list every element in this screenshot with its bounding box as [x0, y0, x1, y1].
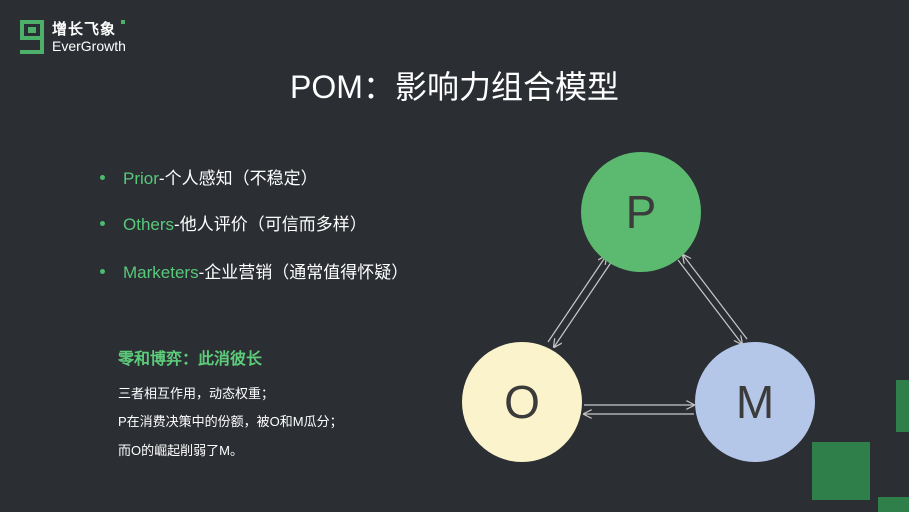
- circle-o: O: [462, 342, 582, 462]
- body-line: P在消费决策中的份额，被O和M瓜分；: [118, 414, 343, 429]
- body-line: 三者相互作用，动态权重；: [118, 386, 275, 401]
- subheading: 零和博弈：此消彼长: [118, 351, 263, 368]
- bullet-others: Others-他人评价（可信而多样）: [100, 210, 367, 235]
- circle-p: P: [581, 152, 701, 272]
- logo-dot: [121, 20, 125, 24]
- bullet-text: -个人感知（不稳定）: [158, 169, 318, 188]
- bullet-dot: [100, 221, 105, 227]
- decor-square: [878, 497, 909, 512]
- bullet-dot: [100, 175, 105, 181]
- bullet-key: Prior: [123, 169, 159, 188]
- arrow-m-to-p: [683, 255, 748, 340]
- bullet-text: -他人评价（可信而多样）: [174, 215, 367, 234]
- bullet-key: Marketers: [123, 263, 199, 282]
- logo-chinese-name: 增长飞象: [52, 21, 117, 38]
- bullet-dot: [100, 269, 105, 275]
- body-line: 而O的崛起削弱了M。: [118, 443, 243, 458]
- circle-m: M: [695, 342, 815, 462]
- bullet-prior: Prior-个人感知（不稳定）: [100, 164, 318, 189]
- bullet-marketers: Marketers-企业营销（通常值得怀疑）: [100, 258, 408, 283]
- arrow-o-to-p: [547, 256, 606, 343]
- arrow-p-to-o: [554, 260, 613, 347]
- arrow-p-to-m: [677, 259, 742, 344]
- bullet-key: Others: [123, 215, 175, 234]
- decor-square: [896, 380, 909, 432]
- logo-english-name: EverGrowth: [52, 38, 126, 54]
- slide-title: POM：影响力组合模型: [290, 69, 619, 105]
- bullet-text: -企业营销（通常值得怀疑）: [198, 263, 409, 282]
- decor-square: [812, 442, 870, 500]
- evergrowth-logo-icon: [20, 20, 44, 54]
